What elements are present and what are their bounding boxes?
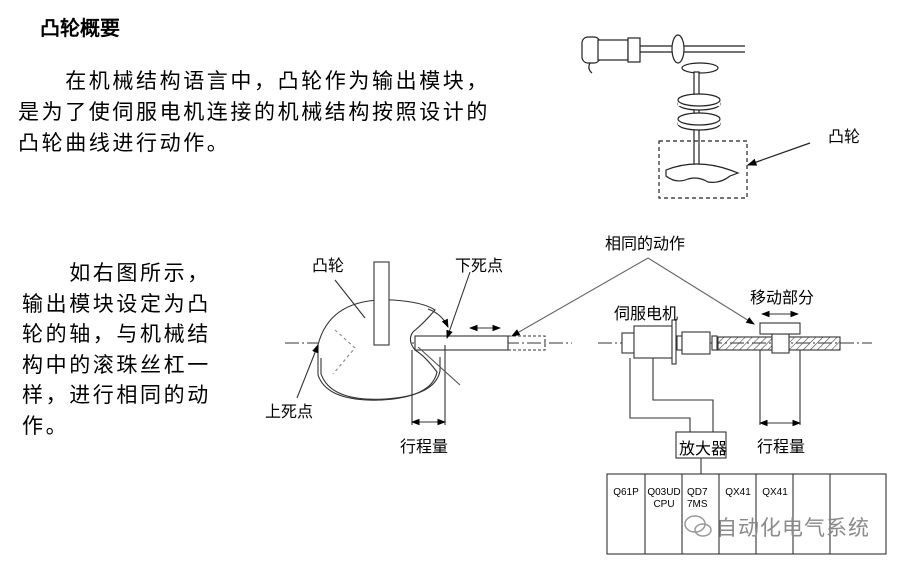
plc-module-qx41: QX41 xyxy=(762,487,788,498)
cam-label: 凸轮 xyxy=(312,256,345,275)
ball-nut xyxy=(771,333,790,354)
page-title: 凸轮概要 xyxy=(40,16,120,40)
watermark: 自动化电气系统 xyxy=(716,516,870,540)
coupling xyxy=(681,331,711,355)
plc-module-qx41: QX41 xyxy=(725,487,751,498)
intro-paragraph: 在机械结构语言中，凸轮作为输出模块， 是为了使伺服电机连接的机械结构按照设计的 … xyxy=(18,66,490,159)
top-dead-center-label: 上死点 xyxy=(265,402,314,421)
cam-system-illustration xyxy=(581,34,811,199)
text-line: 作。 xyxy=(22,413,70,438)
bottom-dead-center-label: 下死点 xyxy=(455,256,504,275)
moving-part-label: 移动部分 xyxy=(750,288,815,307)
cam-highlight-box xyxy=(658,140,748,199)
servo-stroke-label: 行程量 xyxy=(757,437,806,456)
cam-stroke-label: 行程量 xyxy=(400,437,449,456)
cam-disc xyxy=(317,299,438,401)
servo-diagram xyxy=(598,310,887,555)
servo-motor-label: 伺服电机 xyxy=(614,304,679,323)
cam-shaft xyxy=(373,261,390,346)
bevel-gear xyxy=(671,34,685,64)
bevel-gear xyxy=(681,62,719,74)
plc-module-cpu: Q03UD CPU xyxy=(647,487,681,510)
text-line: 样，进行相同的动 xyxy=(22,383,211,407)
motor-body xyxy=(581,36,601,64)
cam-label-top: 凸轮 xyxy=(828,127,861,146)
moving-part xyxy=(759,322,801,335)
explanation-paragraph: 如右图所示， 输出模块设定为凸 轮的轴，与机械结 构中的滚珠丝杠一 样，进行相同… xyxy=(22,258,211,441)
follower-rod xyxy=(414,335,509,351)
text-line: 如右图所示， xyxy=(22,261,211,285)
servo-motor xyxy=(621,332,635,354)
leader xyxy=(334,279,366,319)
amplifier-label: 放大器 xyxy=(679,439,728,458)
text-line: 在机械结构语言中，凸轮作为输出模块， xyxy=(18,69,490,93)
follower-ghost xyxy=(507,335,546,351)
text-line: 凸轮曲线进行动作。 xyxy=(18,131,231,155)
wechat-icon xyxy=(684,515,712,537)
plc-module-q61p: Q61P xyxy=(613,487,639,498)
plc-module-qd77ms: QD7 7MS xyxy=(687,487,708,510)
cam-disc xyxy=(665,163,740,183)
text-line: 构中的滚珠丝杠一 xyxy=(22,352,211,377)
text-line: 输出模块设定为凸 xyxy=(22,291,211,316)
same-action-label: 相同的动作 xyxy=(605,234,686,253)
plc-rack xyxy=(606,473,887,555)
cam-diagram xyxy=(285,257,755,426)
text-line: 轮的轴，与机械结 xyxy=(22,322,211,346)
text-line: 是为了使伺服电机连接的机械结构按照设计的 xyxy=(18,100,490,124)
servo-motor xyxy=(633,325,673,359)
